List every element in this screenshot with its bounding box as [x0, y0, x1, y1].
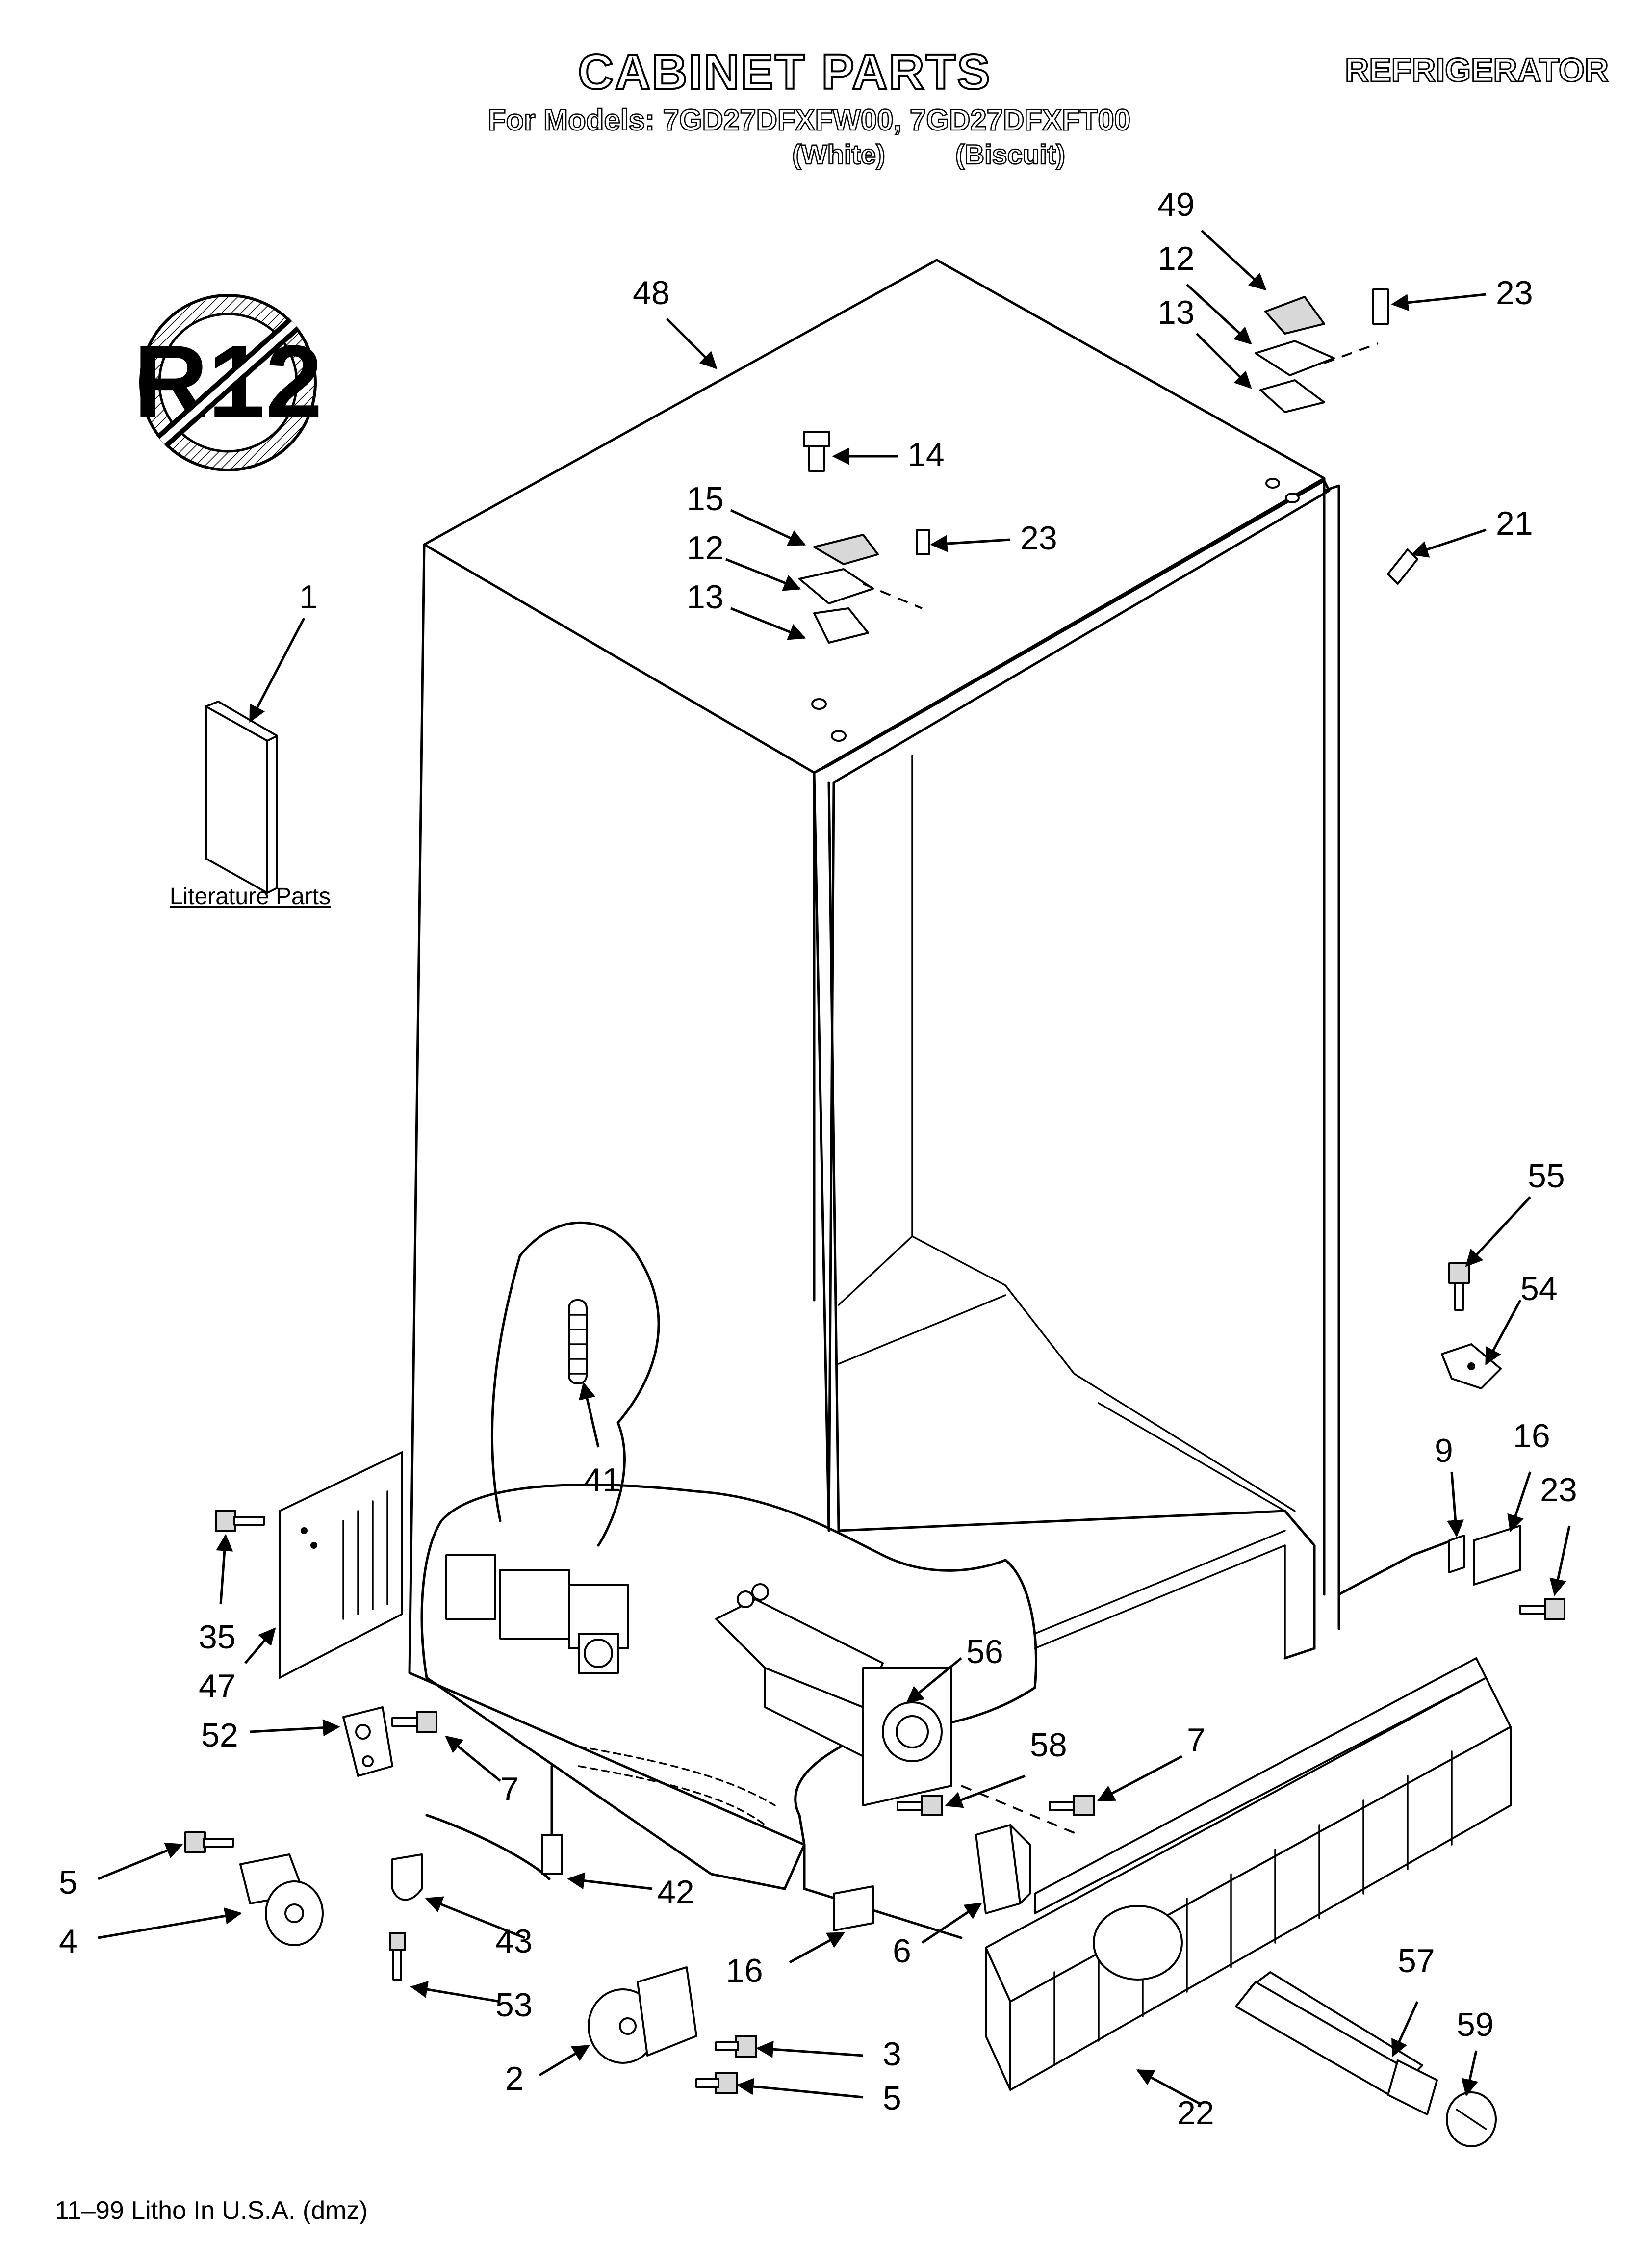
callout-22: 22: [1177, 2094, 1214, 2132]
callout-1: 1: [299, 578, 318, 616]
callout-9: 9: [1435, 1432, 1453, 1469]
callout-47: 47: [199, 1668, 236, 1705]
valve-assembly: [445, 1554, 629, 1674]
literature-booklet: [205, 701, 278, 894]
page-title: CABINET PARTS: [577, 44, 992, 101]
screw-5-right: [695, 2072, 738, 2094]
screw-7-right: [1049, 1795, 1095, 1816]
screw-58: [897, 1795, 943, 1816]
callout-48: 48: [633, 274, 670, 312]
callout-5: 5: [883, 2080, 901, 2117]
callout-12: 12: [1157, 240, 1195, 277]
callout-57: 57: [1398, 1942, 1435, 1980]
callout-6: 6: [893, 1932, 911, 1970]
callout-5: 5: [59, 1864, 77, 1901]
callout-52: 52: [201, 1717, 238, 1754]
literature-parts-label: Literature Parts: [169, 884, 331, 910]
callout-7: 7: [1187, 1721, 1206, 1759]
top-hinge-right: [1255, 288, 1418, 585]
roller-4: [239, 1853, 324, 1946]
callout-23: 23: [1496, 274, 1533, 312]
callout-23: 23: [1020, 520, 1057, 557]
callout-41: 41: [584, 1461, 621, 1499]
callout-35: 35: [199, 1618, 236, 1656]
callout-16: 16: [1513, 1417, 1550, 1455]
cabinet-body: [408, 259, 1453, 1939]
callout-53: 53: [495, 1986, 533, 2024]
filter-housing-56: [715, 1583, 952, 1806]
callout-21: 21: [1496, 505, 1533, 542]
screw-5-left: [184, 1831, 234, 1853]
screw-53: [389, 1932, 406, 1981]
clip-43: [391, 1853, 423, 1901]
callout-59: 59: [1457, 2006, 1494, 2043]
coil-spring-41: [568, 1299, 588, 1384]
callout-4: 4: [59, 1923, 77, 1960]
callout-15: 15: [687, 480, 724, 518]
toe-grille-22: [985, 1657, 1512, 2091]
bracket-6: [975, 1824, 1031, 1914]
screw-55: [1448, 1262, 1470, 1311]
callout-14: 14: [907, 436, 945, 473]
callout-58: 58: [1030, 1726, 1067, 1764]
callout-49: 49: [1157, 186, 1195, 223]
callout-43: 43: [495, 1923, 533, 1960]
clip-21: [1387, 548, 1418, 585]
bracket-9: [1448, 1535, 1465, 1573]
screw-23-right: [1519, 1598, 1565, 1620]
tube-42: [425, 1765, 563, 1880]
callout-55: 55: [1528, 1157, 1565, 1195]
drain-tube: [578, 1746, 776, 1826]
callout-2: 2: [505, 2060, 524, 2097]
top-hinge-center: [798, 431, 930, 742]
callout-arrows: [98, 230, 1571, 2106]
cutaway-view: [420, 1221, 1037, 1890]
color-label-white: (White): [792, 138, 886, 171]
callout-12: 12: [687, 529, 724, 567]
callout-3: 3: [883, 2035, 901, 2073]
no-r12-badge: R12: [133, 294, 323, 471]
callout-13: 13: [687, 578, 724, 616]
bracket-47: [279, 1451, 403, 1679]
callout-56: 56: [966, 1633, 1003, 1670]
leveling-leg-2: [588, 1966, 697, 2064]
callout-54: 54: [1520, 1270, 1558, 1307]
callout-42: 42: [657, 1874, 694, 1911]
filter-cap-59: [1446, 2091, 1497, 2147]
water-filter-57: [1235, 1971, 1438, 2115]
bracket-16-bottom: [833, 1885, 874, 1931]
appliance-category: REFRIGERATOR: [1344, 51, 1610, 90]
model-numbers: For Models: 7GD27DFXFW00, 7GD27DFXFT00: [487, 103, 1131, 137]
callout-23: 23: [1540, 1471, 1577, 1509]
bracket-52: [342, 1706, 393, 1777]
callout-numbers: 48 49 12 13 23 14 15 12 13 23 21 1 55 54…: [59, 186, 1577, 2132]
callout-13: 13: [1157, 294, 1195, 331]
screw-35: [215, 1510, 265, 1532]
footer-print-info: 11–99 Litho In U.S.A. (dmz): [55, 2196, 368, 2225]
bracket-54: [1441, 1343, 1502, 1389]
callout-7: 7: [500, 1771, 519, 1808]
color-label-biscuit: (Biscuit): [955, 138, 1066, 171]
screw-3: [715, 2035, 757, 2058]
callout-16: 16: [726, 1952, 763, 1989]
bracket-16-right: [1473, 1525, 1521, 1586]
screw-7-left: [391, 1711, 437, 1733]
